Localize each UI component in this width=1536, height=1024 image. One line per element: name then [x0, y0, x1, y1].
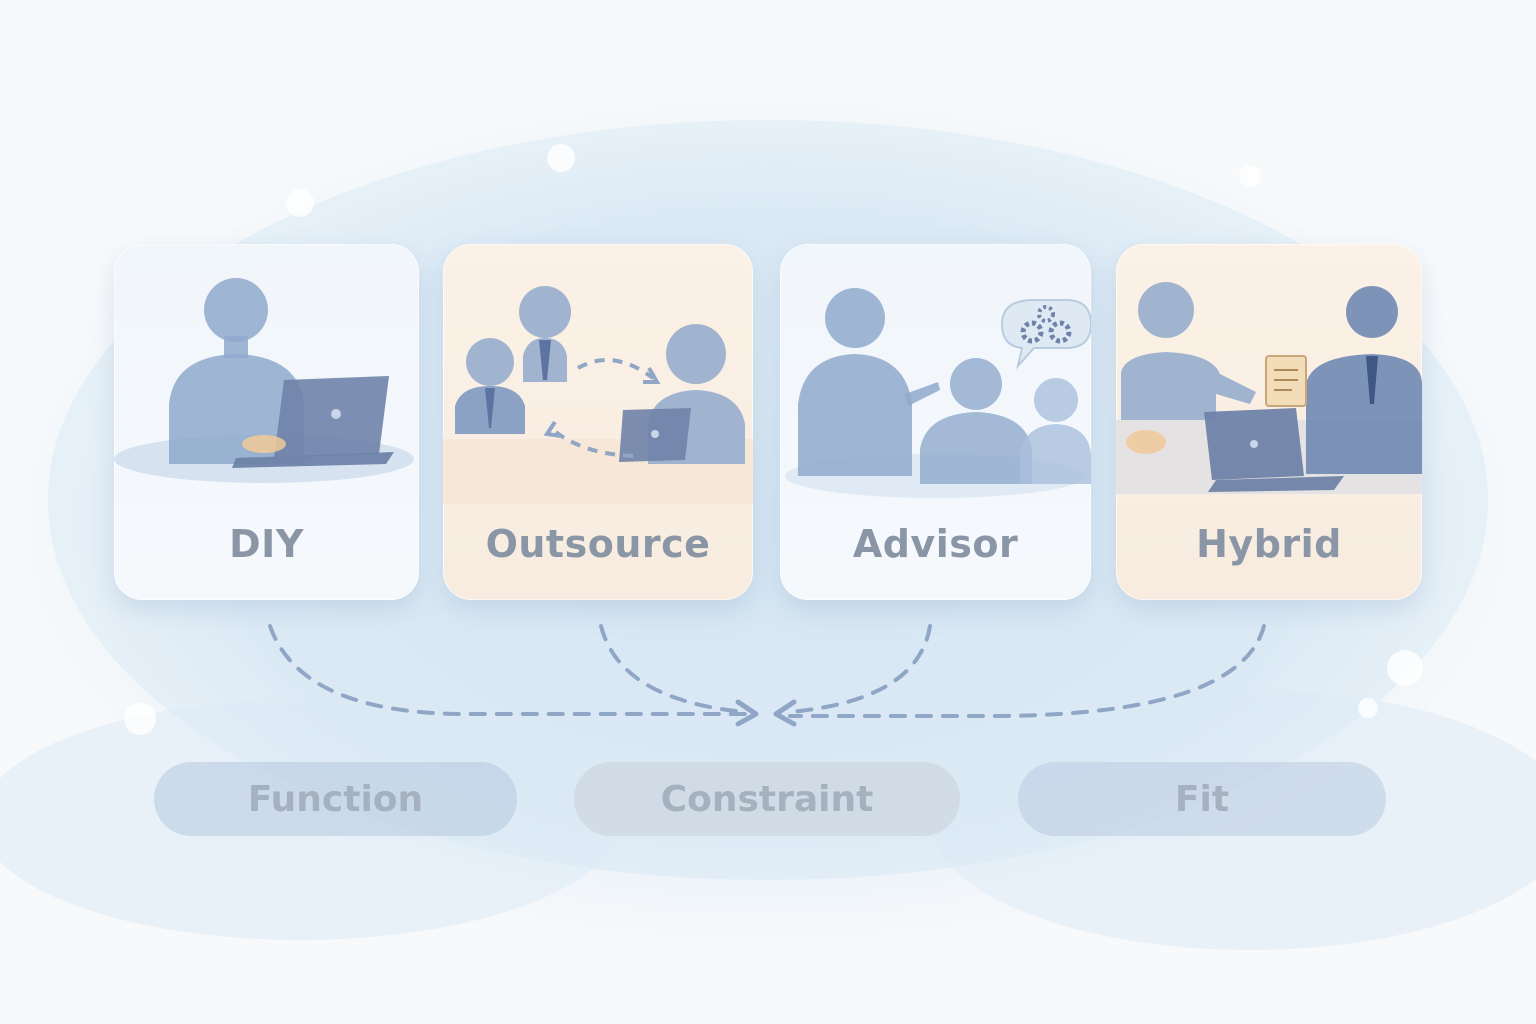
pill-function[interactable]: Function: [154, 762, 517, 836]
card-outsource[interactable]: Outsource: [443, 244, 753, 600]
card-label: Advisor: [852, 522, 1019, 566]
card-label: Hybrid: [1196, 522, 1342, 566]
bokeh-dot: [1387, 650, 1423, 686]
person-laptop-icon: [114, 278, 414, 483]
bokeh-dot: [547, 144, 575, 172]
bokeh-dot: [1239, 165, 1261, 187]
advisor-meeting-icon: [785, 288, 1091, 498]
bokeh-dot: [286, 189, 314, 217]
hybrid-handoff-icon: [1116, 282, 1422, 494]
card-label: Outsource: [485, 522, 711, 566]
pill-constraint[interactable]: Constraint: [574, 762, 960, 836]
bokeh-dot: [124, 703, 156, 735]
card-label: DIY: [229, 522, 304, 566]
card-hybrid[interactable]: Hybrid: [1116, 244, 1422, 600]
outsource-people-icon: [443, 286, 753, 504]
card-advisor[interactable]: Advisor: [780, 244, 1091, 600]
pill-fit[interactable]: Fit: [1018, 762, 1386, 836]
card-diy[interactable]: DIY: [114, 244, 419, 600]
bokeh-dot: [1358, 698, 1378, 718]
